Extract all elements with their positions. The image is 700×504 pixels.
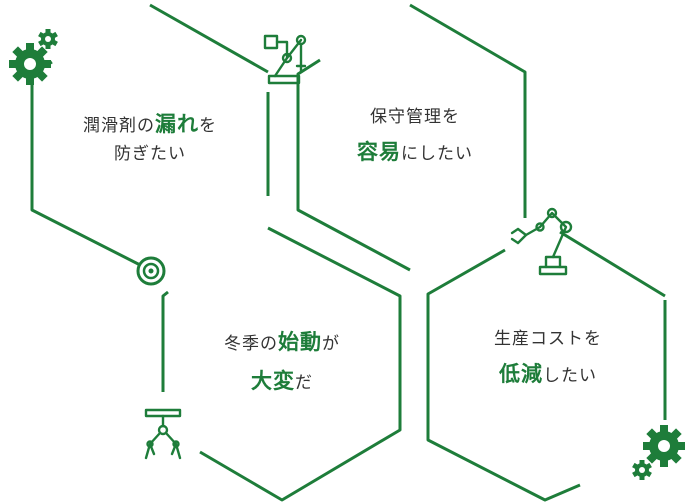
gears-icon bbox=[632, 425, 685, 480]
emphasis-text: 容易 bbox=[357, 140, 401, 165]
text-segment: 冬季の bbox=[224, 334, 278, 354]
cell-startup-line-2: 大変だ bbox=[192, 365, 372, 398]
hexagon-maintenance bbox=[296, 3, 527, 272]
cell-leak-text: 潤滑剤の漏れを 防ぎたい bbox=[62, 108, 238, 167]
robot-arm-icon bbox=[263, 34, 307, 85]
emphasis-text: 低減 bbox=[499, 362, 543, 387]
emphasis-text: 漏れ bbox=[155, 112, 199, 136]
text-segment: 防ぎたい bbox=[114, 143, 186, 164]
text-segment: を bbox=[199, 116, 217, 136]
text-segment: が bbox=[322, 334, 340, 354]
cell-leak-line-1: 潤滑剤の漏れを bbox=[62, 108, 238, 141]
cell-startup-line-1: 冬季の始動が bbox=[192, 326, 372, 359]
text-segment: にしたい bbox=[401, 144, 473, 165]
cell-cost-line-1: 生産コストを bbox=[458, 326, 638, 352]
gears-icon bbox=[9, 29, 58, 85]
text-segment: 保守管理を bbox=[370, 107, 460, 127]
text-segment: 生産コストを bbox=[494, 329, 602, 349]
text-segment: 潤滑剤の bbox=[83, 116, 155, 136]
cell-leak-line-2: 防ぎたい bbox=[62, 141, 238, 167]
emphasis-text: 始動 bbox=[278, 330, 322, 354]
cell-cost-line-2: 低減したい bbox=[458, 358, 638, 391]
cell-cost-text: 生産コストを 低減したい bbox=[458, 326, 638, 391]
text-segment: したい bbox=[543, 366, 597, 387]
cell-maintenance-text: 保守管理を 容易にしたい bbox=[325, 104, 505, 169]
text-segment: だ bbox=[295, 372, 313, 393]
robot-arm-icon bbox=[510, 207, 573, 276]
target-icon bbox=[136, 256, 166, 286]
emphasis-text: 大変 bbox=[251, 368, 295, 393]
hexagon-startup bbox=[161, 226, 402, 502]
cell-startup-text: 冬季の始動が 大変だ bbox=[192, 326, 372, 397]
cell-maintenance-line-1: 保守管理を bbox=[325, 104, 505, 130]
cell-maintenance-line-2: 容易にしたい bbox=[325, 136, 505, 169]
hexagon-cost bbox=[426, 230, 667, 502]
gripper-icon bbox=[144, 408, 182, 460]
